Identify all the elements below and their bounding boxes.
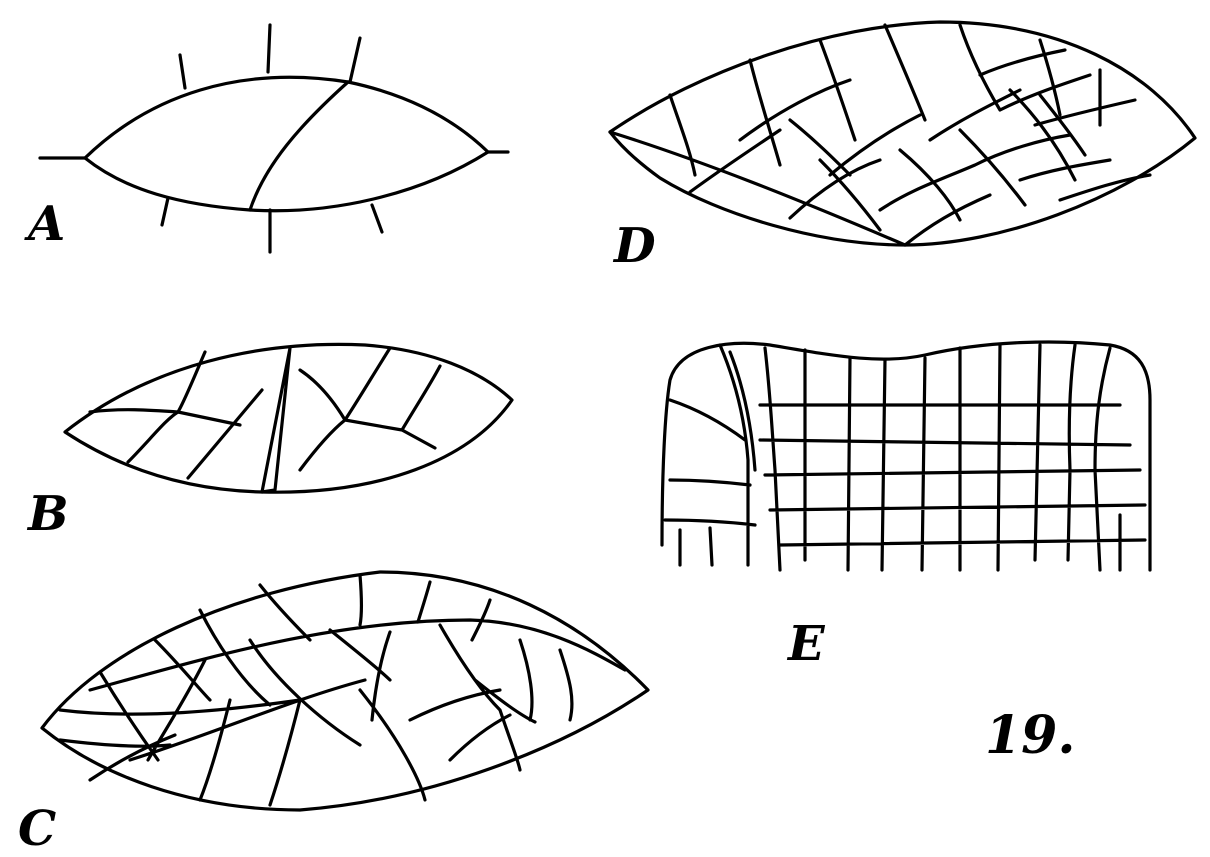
panel-e-outline	[662, 342, 1150, 570]
panel-e-drawing	[662, 342, 1150, 570]
panel-a-label: A	[28, 200, 65, 248]
panel-a-neighbor-walls	[40, 25, 508, 252]
panel-a-drawing	[40, 25, 508, 252]
panel-b-drawing	[65, 344, 512, 492]
figure-number: 19.	[985, 710, 1075, 762]
panel-e-walls	[665, 345, 1145, 570]
panel-c-outline	[42, 572, 648, 810]
panel-a-division-wall	[250, 82, 348, 210]
panel-c-label: C	[18, 805, 56, 853]
panel-d-outline	[610, 22, 1195, 245]
panel-e-label: E	[788, 620, 825, 668]
panel-d-drawing	[610, 22, 1195, 245]
panel-d-label: D	[614, 222, 656, 270]
panel-c-drawing	[42, 572, 648, 810]
panel-b-label: B	[28, 490, 69, 538]
